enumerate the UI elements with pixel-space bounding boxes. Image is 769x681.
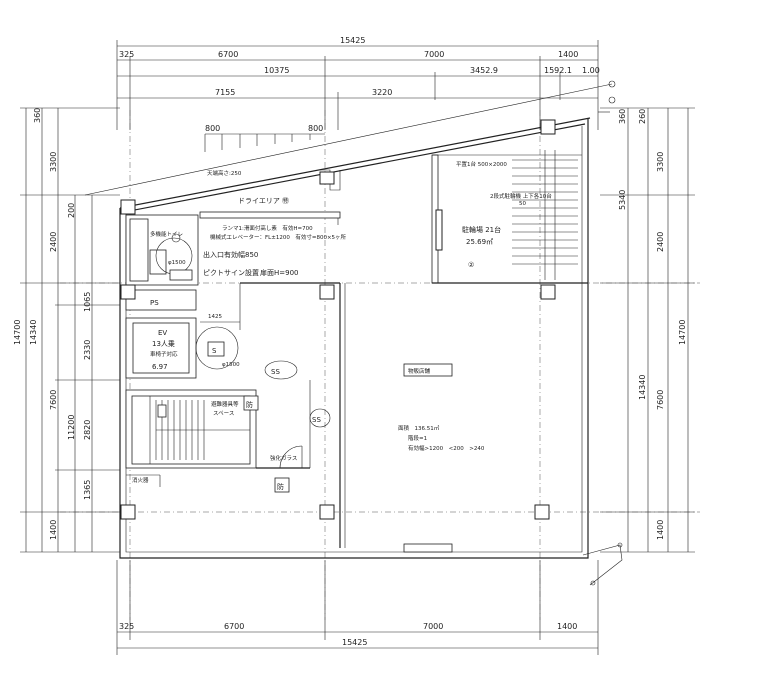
dry-area-label: ドライエリア [238, 197, 280, 205]
dim-third-1: 7155 [215, 88, 235, 97]
parking-dim-50: 50 [519, 201, 526, 207]
dim-right-detail-2: 260 [638, 109, 647, 124]
dim-left-split-2: 2400 [49, 232, 58, 252]
retail-shop: 物販店舗 面積 136.51㎡ 階段=1 有効幅>1200 <200 >240 [240, 282, 485, 553]
shop-area: 面積 136.51㎡ [398, 424, 440, 432]
extinguisher-label: 消火器 [132, 476, 149, 484]
dry-area-mark: ㊕ [282, 197, 289, 205]
shop-title: 物販店舗 [408, 367, 431, 375]
dim-left-detail-6: 2820 [83, 420, 92, 440]
ev-title: EV [158, 329, 167, 337]
dim-top-2: 6700 [218, 50, 238, 59]
s-mark: S [212, 347, 217, 355]
pictogram-sign: ピクトサイン設置 [203, 268, 259, 277]
fire-mark: 防 [246, 400, 253, 409]
ss-mark-1: SS [271, 368, 280, 376]
dim-1425: 1425 [208, 314, 222, 320]
elevator-note: 機械式エレベーター：FL±1200 有効寸=800×5ヶ所 [210, 233, 347, 241]
dim-right-split-1: 3300 [656, 152, 665, 172]
accessible-toilet: 多機能トイレ φ1500 出入口有効幅850 ピクトサイン設置 扉面H=900 [125, 214, 299, 286]
parking-area: 25.69㎡ [466, 238, 493, 246]
dim-bottom-4: 1400 [557, 622, 577, 631]
structural-columns [120, 171, 550, 520]
ev-area-label: 車椅子対応 [150, 350, 178, 358]
bicycle-parking: 平置1台 500×2000 2段式駐輪機 上下各10台 50 駐輪場 21台 2… [431, 119, 588, 300]
dim-left-inner: 14340 [29, 320, 38, 345]
left-dimensions: 14700 14340 3300 2400 7600 1400 360 200 … [13, 107, 120, 553]
balcony-dim-1: 800 [205, 124, 220, 133]
parking-note-1: 平置1台 500×2000 [456, 160, 507, 168]
shop-level: 階段=1 [408, 434, 427, 442]
parking-mark: ② [468, 261, 474, 269]
dim-left-split-3: 7600 [49, 390, 58, 410]
fire-mark-2: 防 [277, 482, 284, 491]
circulation-marks: S φ1500 1425 SS SS [195, 283, 331, 428]
dim-left-detail-5: 11200 [67, 415, 76, 440]
dim-left-split-4: 1400 [49, 520, 58, 540]
door-width: 扉面H=900 [260, 268, 299, 277]
bottom-dimensions: 325 6700 7000 1400 15425 [116, 560, 599, 655]
dim-right-split-4: 1400 [656, 520, 665, 540]
right-dimensions: 3300 2400 7600 1400 14340 14700 360 260 … [600, 107, 695, 553]
dim-right-outer: 14700 [678, 320, 687, 345]
dry-area-note: 天端高さ:250 [207, 169, 242, 177]
s-diameter: φ1500 [222, 362, 240, 368]
dim-second-3: 1592.1 [544, 66, 572, 75]
shop-note: 有効幅>1200 <200 >240 [408, 444, 485, 452]
dim-left-split-1: 3300 [49, 152, 58, 172]
dim-left-detail-2: 200 [67, 203, 76, 218]
dim-bottom-1: 325 [119, 622, 134, 631]
dim-second-1: 10375 [264, 66, 289, 75]
dim-right-split-2: 2400 [656, 232, 665, 252]
dim-left-detail-4: 2330 [83, 340, 92, 360]
dim-left-detail-1: 360 [33, 108, 42, 123]
ss-mark-2: SS [312, 416, 321, 424]
dim-left-detail-3: 1065 [83, 292, 92, 312]
toilet-label: 多機能トイレ [150, 230, 183, 238]
stair-note-2: スペース [213, 410, 234, 417]
balcony-dim-2: 800 [308, 124, 323, 133]
dim-top-1: 325 [119, 50, 134, 59]
dim-top-4: 1400 [558, 50, 578, 59]
toilet-diameter: φ1500 [168, 260, 186, 266]
dim-left-detail-7: 1365 [83, 480, 92, 500]
dim-bottom-2: 6700 [224, 622, 244, 631]
dim-right-detail-1: 360 [618, 109, 627, 124]
entrance-width: 出入口有効幅850 [203, 250, 258, 259]
building-outline [84, 80, 623, 586]
ps-and-elevator: PS EV 13人乗 車椅子対応 6.97 [125, 289, 197, 379]
stair-note-1: 避難器具等 [211, 400, 239, 408]
dim-top-3: 7000 [424, 50, 444, 59]
dim-second-2: 3452.9 [470, 66, 498, 75]
dim-second-4: 1.00 [582, 66, 600, 75]
dim-right-inner: 14340 [638, 375, 647, 400]
parking-note-2: 2段式駐輪機 上下各10台 [490, 192, 552, 200]
stairs: 防 避難器具等 スペース 強化ガラス 防 消火器 [125, 389, 310, 493]
top-dimensions: 15425 325 6700 7000 1400 10375 3452.9 15… [116, 36, 600, 130]
ev-capacity: 13人乗 [152, 339, 175, 348]
top-louvers: 800 800 [204, 124, 325, 152]
ps-label: PS [150, 299, 159, 307]
dim-right-split-3: 7600 [656, 390, 665, 410]
dim-total-top: 15425 [340, 36, 365, 45]
ev-area: 6.97 [152, 363, 168, 371]
dim-third-2: 3220 [372, 88, 392, 97]
dim-left-outer: 14700 [13, 320, 22, 345]
dim-total-bottom: 15425 [342, 638, 367, 647]
parking-count: 駐輪場 21台 [462, 225, 501, 234]
dry-area: 天端高さ:250 ドライエリア ㊕ ランマ1:滑面付高し素 有効H=700 機械… [199, 169, 347, 241]
glass-note: 強化ガラス [270, 454, 297, 462]
dim-right-detail-3: 5340 [618, 190, 627, 210]
ramp-note: ランマ1:滑面付高し素 有効H=700 [222, 224, 313, 232]
dim-bottom-3: 7000 [423, 622, 443, 631]
